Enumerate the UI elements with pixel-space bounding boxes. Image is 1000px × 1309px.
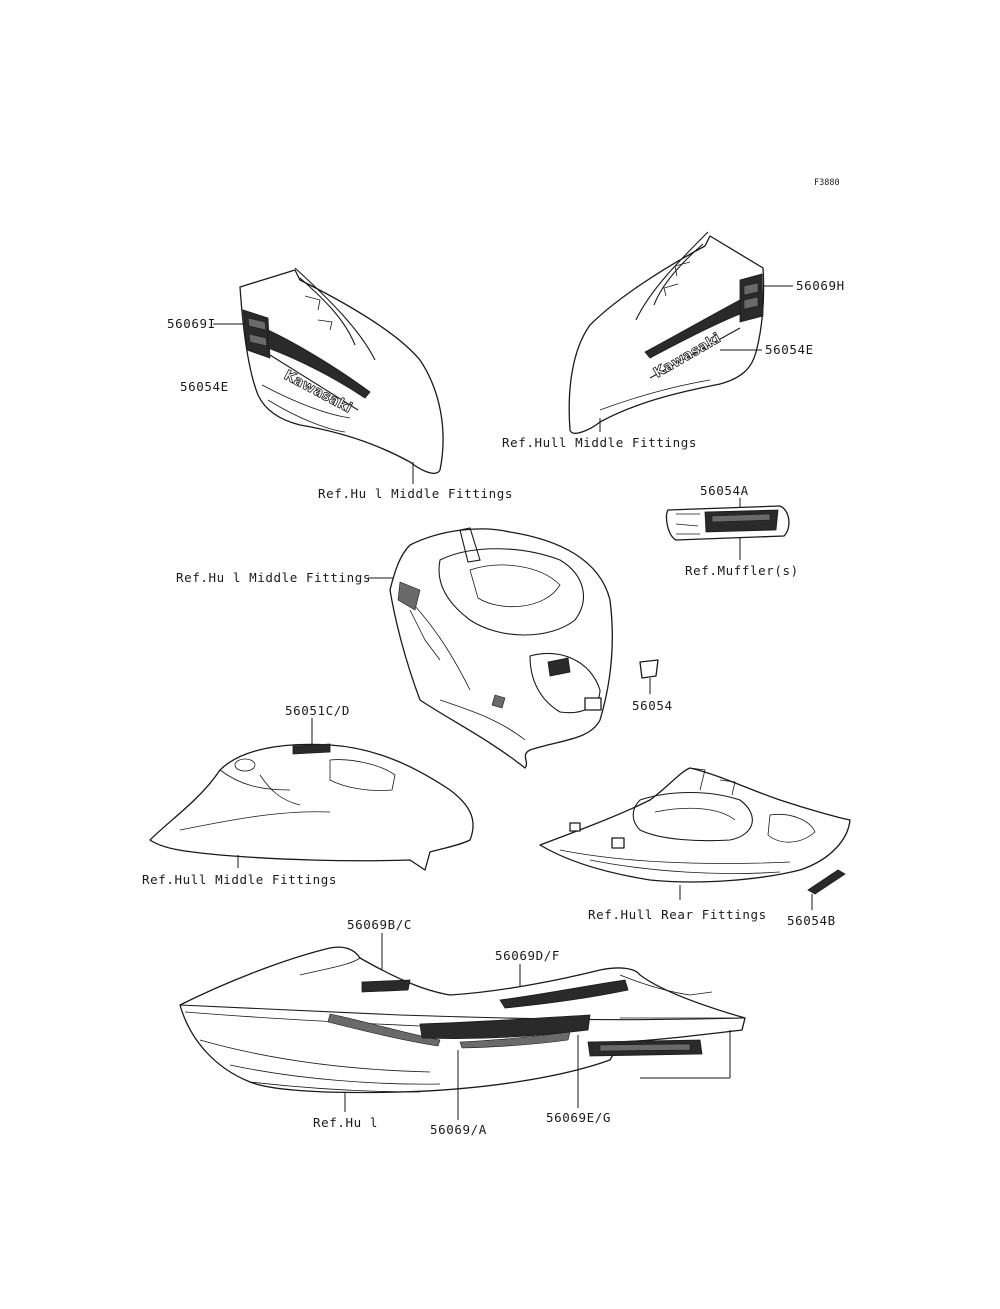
callout-56051cd: 56051C/D xyxy=(285,703,350,718)
ref-hull-middle-fittings-3: Ref.Hu l Middle Fittings xyxy=(176,570,371,585)
right-side-cover: Kawasaki xyxy=(568,231,765,434)
callout-56054e-right: 56054E xyxy=(765,342,814,357)
figure-code: F3880 xyxy=(814,178,840,188)
ref-hull-rear-fittings: Ref.Hull Rear Fittings xyxy=(588,907,767,922)
callout-56054a: 56054A xyxy=(700,483,749,498)
callout-56054e-left: 56054E xyxy=(180,379,229,394)
front-hood xyxy=(149,743,474,871)
ref-mufflers: Ref.Muffler(s) xyxy=(685,563,799,578)
muffler xyxy=(665,505,790,541)
callout-56069eg: 56069E/G xyxy=(546,1110,611,1125)
ref-hull-middle-fittings-1: Ref.Hu l Middle Fittings xyxy=(318,486,513,501)
part-56054-decal xyxy=(639,659,659,679)
deck-assembly xyxy=(389,527,613,769)
hull xyxy=(179,946,746,1094)
ref-hull-middle-fittings-4: Ref.Hull Middle Fittings xyxy=(142,872,337,887)
callout-56069i: 56069I xyxy=(167,316,216,331)
callout-56054: 56054 xyxy=(632,698,673,713)
callout-56069a: 56069/A xyxy=(430,1122,487,1137)
ref-hull-middle-fittings-2: Ref.Hull Middle Fittings xyxy=(502,435,697,450)
callout-56069df: 56069D/F xyxy=(495,948,560,963)
rear-hull xyxy=(539,767,851,883)
callout-56069h: 56069H xyxy=(796,278,845,293)
part-56054b-decal xyxy=(807,869,846,895)
left-side-cover: Kawasaki xyxy=(239,267,444,474)
callout-56054b: 56054B xyxy=(787,913,836,928)
ref-hull: Ref.Hu l xyxy=(313,1115,378,1130)
callout-56069bc: 56069B/C xyxy=(347,917,412,932)
